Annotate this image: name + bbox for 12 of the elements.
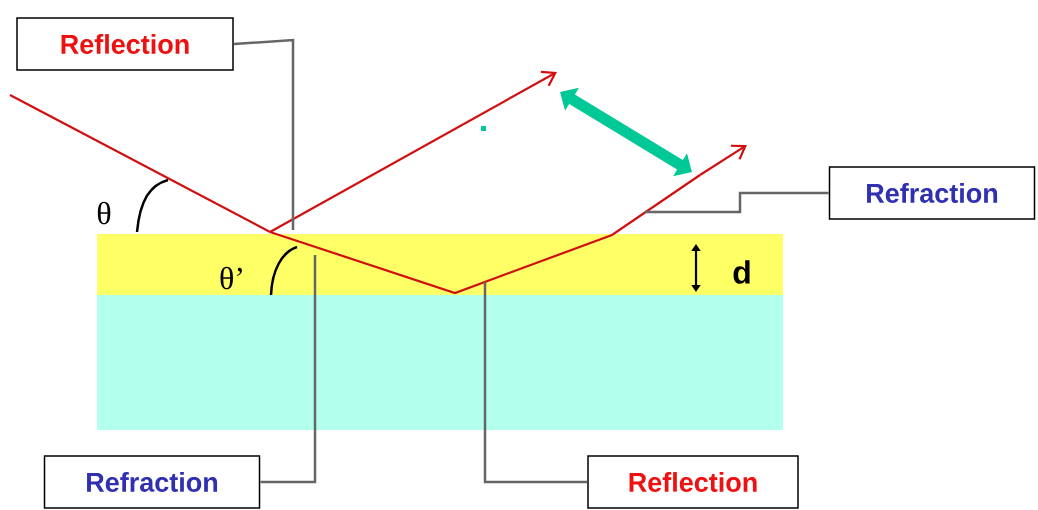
leader-line [483,282,588,484]
leader-line [645,191,829,214]
label-box: Refraction [828,166,1036,220]
substrate-layer [97,295,783,430]
label-box: Refraction [43,455,261,509]
leader-line [233,38,295,230]
symbol-label: θ [97,201,111,225]
leader-line [260,255,317,484]
label-box: Reflection [16,17,234,71]
label-box: Reflection [587,455,799,509]
symbol-label: θ’ [220,266,242,290]
symbol-label: d [733,260,750,284]
